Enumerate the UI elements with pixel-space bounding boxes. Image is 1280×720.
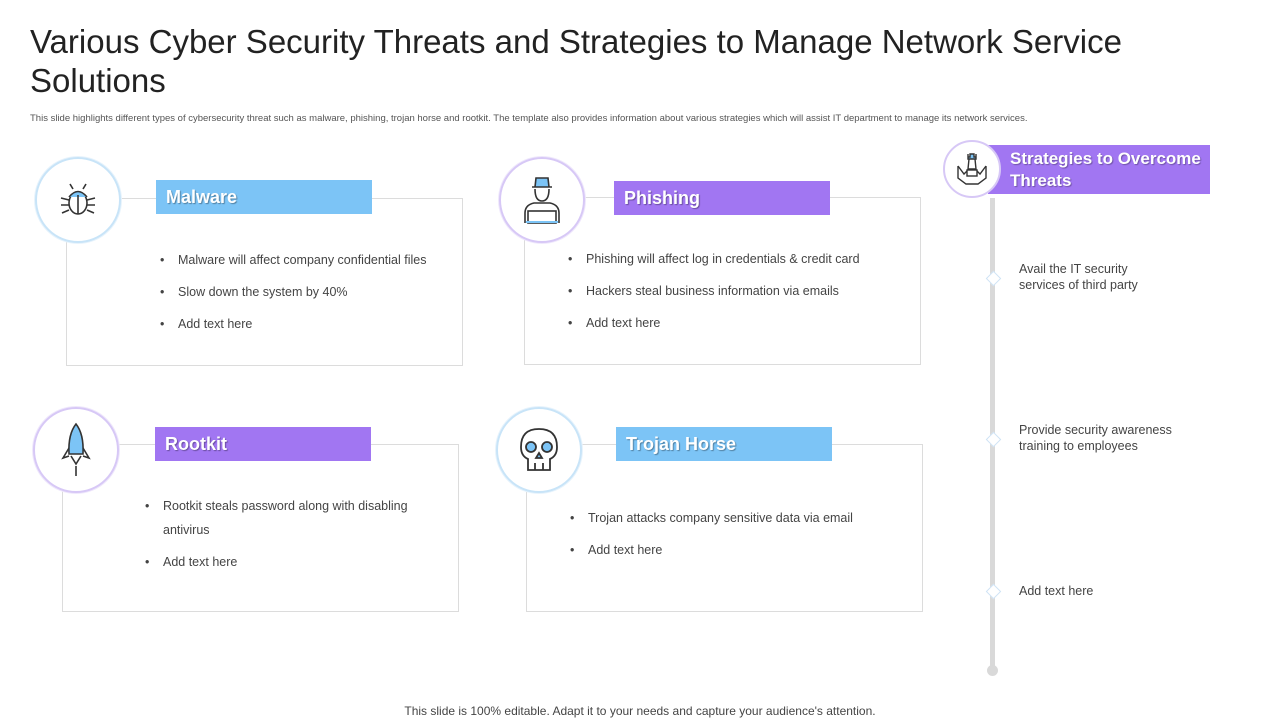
footer-note: This slide is 100% editable. Adapt it to… [404, 704, 876, 718]
trojan-points: Trojan attacks company sensitive data vi… [570, 506, 910, 570]
list-item: Slow down the system by 40% [160, 280, 460, 304]
malware-points: Malware will affect company confidential… [160, 248, 460, 344]
rocket-icon [61, 422, 91, 476]
page-subtitle: This slide highlights different types of… [30, 113, 1028, 124]
strategies-heading: Strategies to Overcome Threats [988, 145, 1210, 194]
timeline-marker-3 [985, 583, 1002, 600]
list-item: Hackers steal business information via e… [568, 279, 908, 303]
list-item: Add text here [568, 311, 908, 335]
timeline-marker-2 [985, 431, 1002, 448]
page-title: Various Cyber Security Threats and Strat… [30, 23, 1122, 99]
phishing-label: Phishing [614, 181, 830, 215]
list-item: Trojan attacks company sensitive data vi… [570, 506, 910, 530]
bug-icon [60, 183, 96, 215]
list-item: Malware will affect company confidential… [160, 248, 460, 272]
rootkit-icon-circle [33, 407, 119, 493]
list-item: Add text here [570, 538, 910, 562]
list-item: Add text here [160, 312, 460, 336]
timeline-end-dot [987, 665, 998, 676]
trojan-label: Trojan Horse [616, 427, 832, 461]
rootkit-points: Rootkit steals password along with disab… [145, 494, 435, 582]
strategy-item-3: Add text here [1019, 584, 1094, 598]
strategy-item-1: Avail the IT security services of third … [1019, 262, 1138, 292]
list-item: Phishing will affect log in credentials … [568, 247, 908, 271]
malware-label: Malware [156, 180, 372, 214]
list-item: Rootkit steals password along with disab… [145, 494, 435, 542]
hacker-icon [524, 177, 560, 224]
trojan-icon-circle [496, 407, 582, 493]
chess-strategy-icon [957, 153, 987, 185]
phishing-points: Phishing will affect log in credentials … [568, 247, 908, 343]
timeline-marker-1 [985, 270, 1002, 287]
strategy-item-2: Provide security awareness training to e… [1019, 423, 1172, 453]
list-item: Add text here [145, 550, 435, 574]
phishing-icon-circle [499, 157, 585, 243]
rootkit-label: Rootkit [155, 427, 371, 461]
strategies-icon-circle [943, 140, 1001, 198]
skull-icon [520, 428, 558, 471]
malware-icon-circle [35, 157, 121, 243]
